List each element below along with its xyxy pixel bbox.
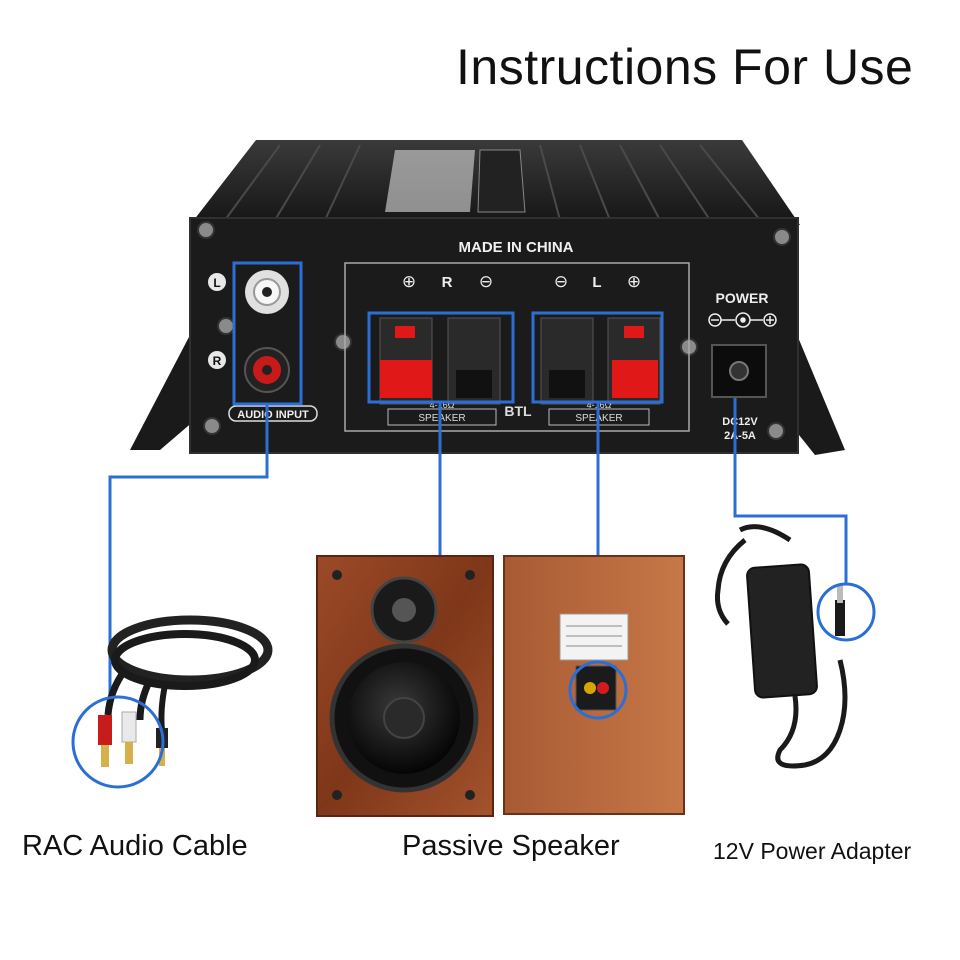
power-polarity-icon [708,312,777,328]
left-plus-symbol: ⊕ [627,272,641,291]
right-speaker-label: SPEAKER [418,413,465,424]
speaker-terminal-frame [344,262,690,432]
right-channel-label: R [442,274,453,291]
audio-input-label: AUDIO INPUT [237,409,309,421]
passive-speaker-front [316,555,494,817]
caption-passive-speaker: Passive Speaker [402,830,620,862]
caption-power-adapter: 12V Power Adapter [713,838,912,864]
amplifier: L R AUDIO INPUT MADE IN CHINA ⊕ R ⊖ ⊖ L … [130,140,845,455]
amp-top-label-2 [477,149,526,213]
amp-heat-fins [224,144,761,221]
channel-r-label: R [213,354,222,368]
power-rating-line2: 2A-5A [724,430,756,442]
audio-input-label-box [228,405,318,422]
made-in-china-label: MADE IN CHINA [459,239,574,256]
left-minus-symbol: ⊖ [554,272,568,291]
adapter-plug-highlight [816,582,876,642]
amp-side-left [130,335,195,450]
power-adapter [715,524,876,769]
rca-input-jacks [244,270,290,393]
passive-speaker-back [503,555,685,815]
btl-label: BTL [504,403,532,419]
channel-l-label: L [213,276,220,290]
cable-highlight-circle [71,695,165,789]
power-label: POWER [716,290,769,306]
speaker-back-label [559,613,629,661]
left-channel-label: L [592,274,601,291]
speaker-back-terminal [575,665,617,711]
right-plus-symbol: ⊕ [402,272,416,291]
right-impedance-label: 4-16Ω [430,400,455,410]
rca-audio-cable [71,615,273,789]
speaker-terminal-highlight [568,660,628,720]
adapter-brick [746,563,818,699]
page-title: Instructions For Use [456,39,914,95]
caption-audio-cable: RAC Audio Cable [22,830,248,862]
amp-side-right [795,330,845,455]
right-minus-symbol: ⊖ [479,272,493,291]
power-rating-line1: DC12V [722,416,758,428]
amp-top-label [385,150,475,212]
speaker-clips [379,317,661,405]
